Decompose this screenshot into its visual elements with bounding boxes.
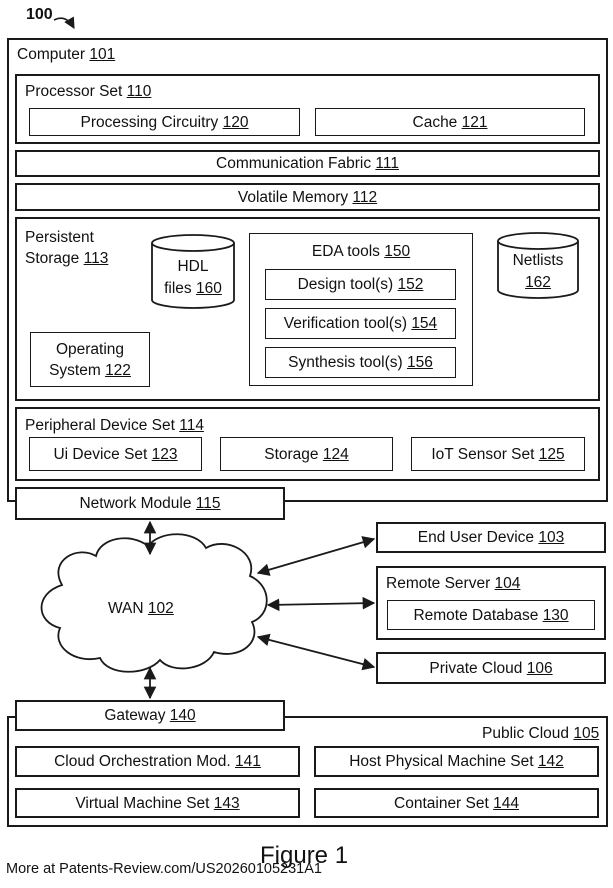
figure-reference-number: 100	[26, 6, 53, 23]
wan-remote-server-connector	[266, 596, 376, 612]
processing-circuitry-box: Processing Circuitry 120	[29, 108, 300, 136]
cache-box: Cache 121	[315, 108, 585, 136]
gateway-box: Gateway 140	[15, 700, 285, 731]
volatile-memory-box: Volatile Memory 112	[15, 183, 600, 211]
processor-set-label: Processor Set 110	[25, 83, 152, 100]
remote-server-label: Remote Server 104	[386, 575, 521, 592]
wan-label: WAN 102	[108, 600, 174, 617]
wan-end-user-connector	[256, 536, 376, 576]
private-cloud-box: Private Cloud 106	[376, 652, 606, 684]
remote-database-box: Remote Database 130	[387, 600, 595, 630]
communication-fabric-box: Communication Fabric 111	[15, 150, 600, 177]
container-set-box: Container Set 144	[314, 788, 599, 818]
ui-device-set-box: Ui Device Set 123	[29, 437, 202, 471]
synthesis-tool-box: Synthesis tool(s) 156	[265, 347, 456, 378]
design-tool-box: Design tool(s) 152	[265, 269, 456, 300]
figure-caption: Figure 1	[260, 842, 349, 869]
peripheral-device-set-label: Peripheral Device Set 114	[25, 417, 204, 434]
storage-box: Storage 124	[220, 437, 393, 471]
host-physical-machine-set-box: Host Physical Machine Set 142	[314, 746, 599, 777]
network-module-box: Network Module 115	[15, 487, 285, 520]
hdl-files-label: HDL files 160	[164, 258, 222, 297]
verification-tool-box: Verification tool(s) 154	[265, 308, 456, 339]
wan-private-cloud-connector	[256, 633, 376, 671]
public-cloud-label: Public Cloud 105	[482, 725, 600, 742]
source-footer: More at Patents-Review.com/US20260105231…	[6, 861, 322, 877]
virtual-machine-set-box: Virtual Machine Set 143	[15, 788, 300, 818]
computer-label: Computer 101	[17, 46, 116, 63]
end-user-device-box: End User Device 103	[376, 522, 606, 553]
iot-sensor-set-box: IoT Sensor Set 125	[411, 437, 585, 471]
operating-system-box: Operating System 122	[30, 332, 150, 387]
eda-tools-label: EDA tools 150	[311, 243, 411, 260]
netlists-label: Netlists 162	[512, 252, 564, 291]
persistent-storage-label: Persistent Storage 113	[25, 229, 109, 267]
reference-arrow	[53, 16, 75, 29]
cloud-orchestration-box: Cloud Orchestration Mod. 141	[15, 746, 300, 777]
